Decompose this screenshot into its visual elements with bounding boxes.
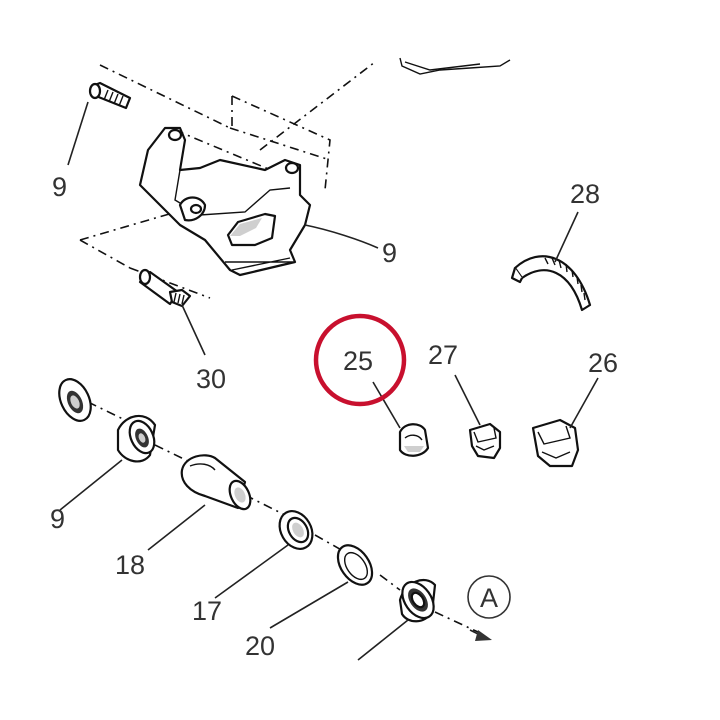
stud-part xyxy=(138,268,192,308)
callout-27: 27 xyxy=(428,340,458,370)
callout-19: 9 xyxy=(50,504,65,534)
callout-9-upper: 9 xyxy=(52,172,67,202)
bracket-part xyxy=(138,126,312,277)
bearing-part-17 xyxy=(278,510,314,550)
clip-part-27 xyxy=(468,422,502,460)
direction-arrow xyxy=(469,629,492,641)
callout-9-bracket: 9 xyxy=(382,238,397,268)
bearing-left xyxy=(58,378,92,422)
callout-20: 20 xyxy=(245,631,275,661)
bolt-part xyxy=(88,81,132,110)
seal-part xyxy=(398,579,437,623)
callout-30: 30 xyxy=(196,364,226,394)
clip-part-25 xyxy=(398,423,430,457)
clip-part-26 xyxy=(531,418,580,468)
construction-lines xyxy=(79,61,479,633)
callout-28: 28 xyxy=(570,179,600,209)
callout-17: 17 xyxy=(192,596,222,626)
upper-part-fragment xyxy=(399,57,511,75)
highlight-circle xyxy=(313,313,407,407)
view-a-label: A xyxy=(480,583,498,613)
strap-part-28 xyxy=(510,255,592,312)
washer-part-20 xyxy=(336,544,374,586)
callout-18: 18 xyxy=(115,550,145,580)
spacer-part-18 xyxy=(180,454,252,511)
view-a-circle xyxy=(467,575,511,619)
callout-26: 26 xyxy=(588,348,618,378)
callout-25: 25 xyxy=(343,346,373,376)
bearing-part-19 xyxy=(116,414,157,463)
leader-lines xyxy=(59,101,599,661)
callout-labels: 9 9 30 28 25 27 26 9 18 17 20 A xyxy=(50,172,618,661)
